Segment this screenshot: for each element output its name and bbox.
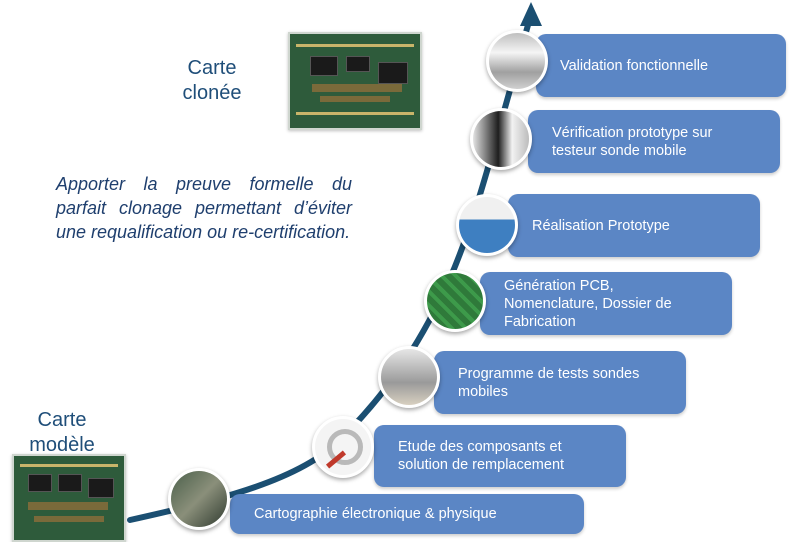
green-pcb-photo-icon [424, 270, 486, 332]
step-generation-pcb: Génération PCB, Nomenclature, Dossier de… [480, 272, 732, 335]
step-realisation-prototype: Réalisation Prototype [508, 194, 760, 257]
objective-quote: Apporter la preuve formelle du parfait c… [56, 174, 352, 242]
board-closeup-photo-icon [168, 468, 230, 530]
rack-photo-icon [486, 30, 548, 92]
carte-modele-label: Carte modèle [29, 409, 95, 456]
step-programme-tests: Programme de tests sondes mobiles [434, 351, 686, 414]
step-validation-fonctionnelle: Validation fonctionnelle [536, 34, 786, 97]
tester-photo-icon [470, 108, 532, 170]
step-verification-prototype: Vérification prototype sur testeur sonde… [528, 110, 780, 173]
arrow-head [520, 2, 542, 26]
carte-clonee-label: Carte clonée [182, 57, 242, 104]
magnifier-figure-photo-icon [312, 416, 374, 478]
step-etude-composants: Etude des composants et solution de remp… [374, 425, 626, 487]
blue-machine-photo-icon [456, 194, 518, 256]
test-machine-photo-icon [378, 346, 440, 408]
step-cartographie: Cartographie électronique & physique [230, 494, 584, 534]
cloned-board-image [288, 32, 422, 130]
